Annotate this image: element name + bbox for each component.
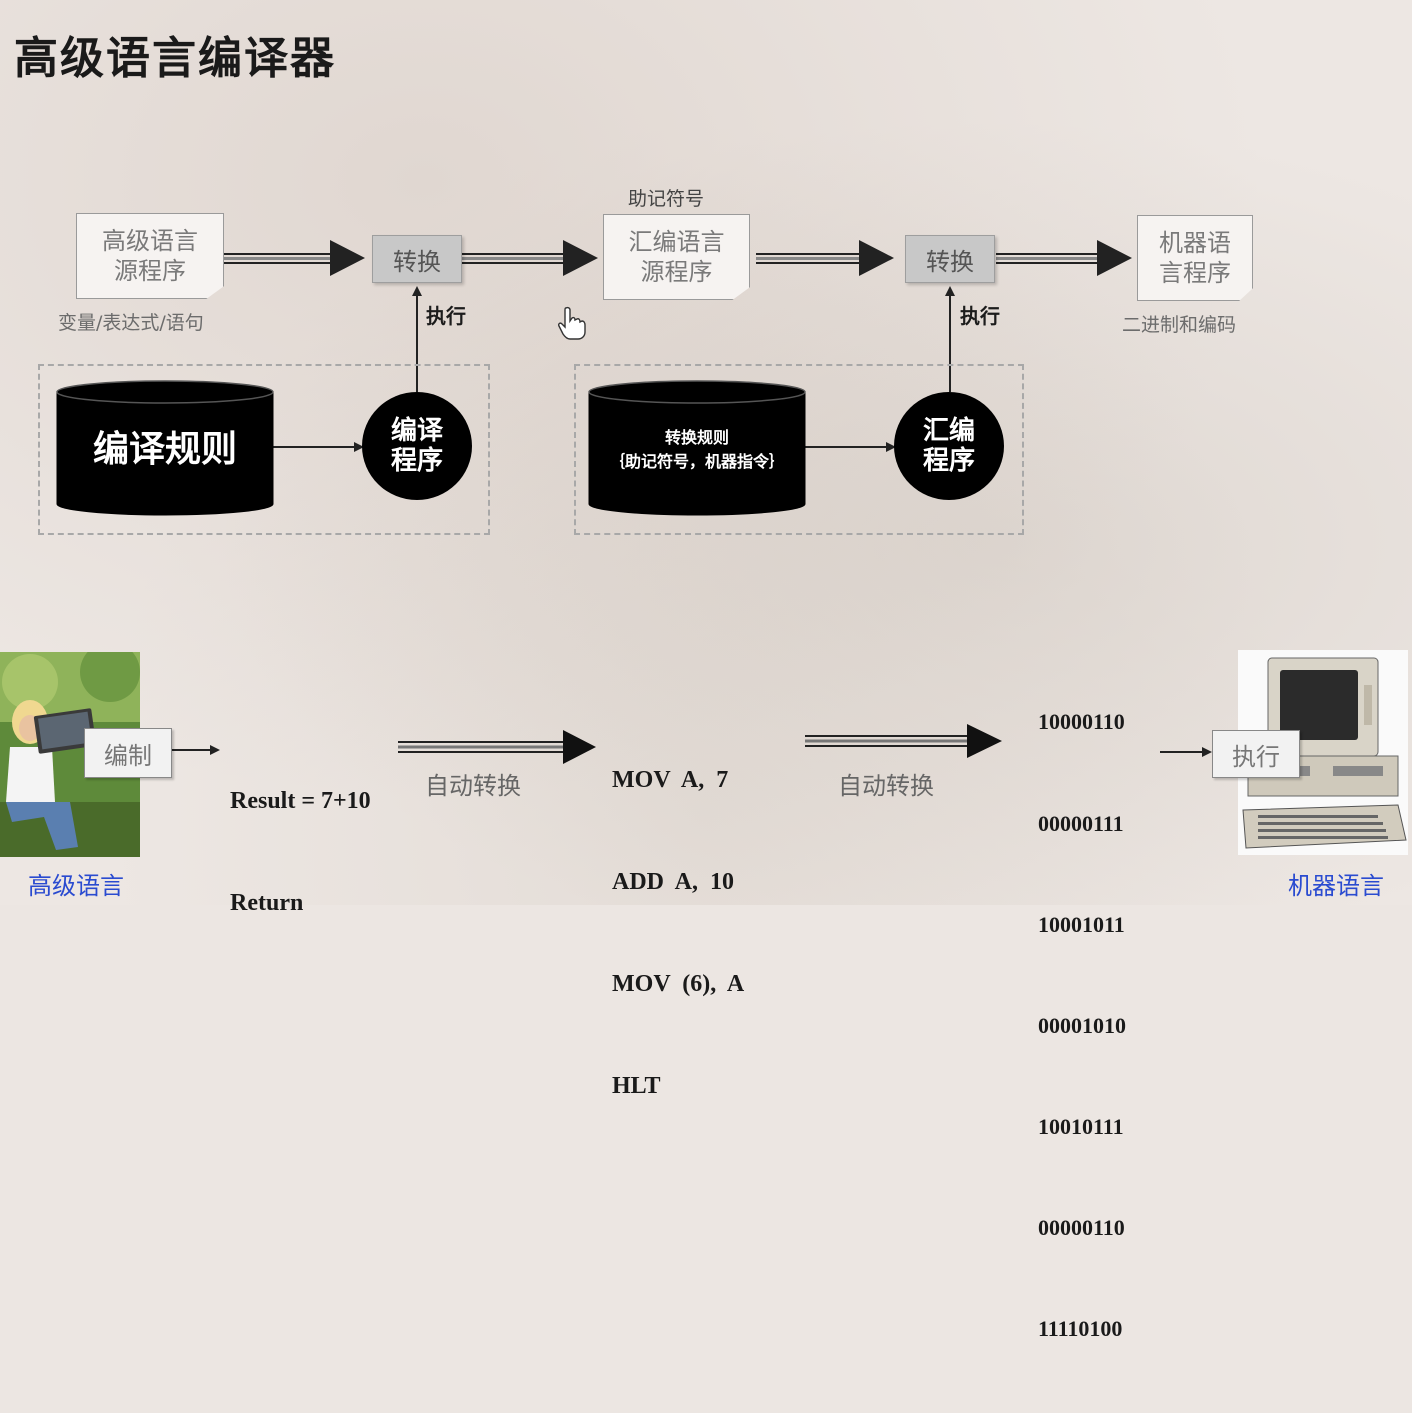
double-arrow-3 [756,240,894,276]
slide: 高级语言编译器 [0,0,1412,1341]
auto-convert-label-2: 自动转换 [838,772,934,800]
hll-bottom-caption: 高级语言 [28,872,124,900]
hll-source-doc: 高级语言 源程序 [76,213,224,299]
binary-block: 10000110 00000111 10001011 00001010 1001… [1038,638,1126,1413]
machine-bottom-caption: 机器语言 [1288,872,1384,900]
hll-code-line: Return [230,890,304,916]
machine-program-label: 机器语 言程序 [1159,229,1231,287]
convert-box-2: 转换 [905,235,995,283]
machine-caption: 二进制和编码 [1122,314,1237,336]
binary-line: 10010111 [1038,1113,1124,1139]
convert-rules-db: 转换规则 ｛助记符号，机器指令｝ [588,380,806,516]
auto-arrow-1 [398,730,596,764]
exec-label-2: 执行 [960,304,1000,328]
hll-source-label: 高级语言 源程序 [102,227,198,285]
programmer-photo [0,652,140,857]
binary-line: 11110100 [1038,1316,1123,1342]
compile-rules-db: 编译规则 [56,380,274,516]
convert-box-1: 转换 [372,235,462,283]
binary-line: 00000111 [1038,810,1124,836]
asm-code-block: MOV A, 7 ADD A, 10 MOV (6), A HLT [612,695,744,1171]
hll-code-block: Result = 7+10 Return [230,716,371,988]
computer-icon [1238,650,1408,855]
double-arrow-1 [224,240,365,276]
assembler-label: 汇编 程序 [922,416,975,476]
asm-source-label: 汇编语言 源程序 [628,228,725,286]
double-arrow-4 [996,240,1132,276]
hll-code-line: Result = 7+10 [230,788,371,814]
exec-box: 执行 [1212,730,1300,778]
compile-rules-label: 编译规则 [92,429,237,470]
auto-convert-label-1: 自动转换 [425,772,521,800]
asm-code-line: ADD A, 10 [612,869,735,895]
compose-label: 编制 [104,741,152,770]
compose-box: 编制 [84,728,172,778]
compiler-group [38,364,490,535]
asm-code-line: MOV A, 7 [612,767,729,793]
asm-source-doc: 汇编语言 源程序 [603,214,750,300]
asm-code-line: HLT [612,1073,661,1099]
exec-box-label: 执行 [1232,742,1280,771]
compiler-circle: 编译 程序 [362,392,472,500]
assembler-group [574,364,1024,535]
connectors [170,240,1212,764]
double-arrow-2 [462,240,598,276]
binary-line: 10001011 [1038,911,1125,937]
hll-caption: 变量/表达式/语句 [58,312,204,334]
asm-code-line: MOV (6), A [612,971,745,997]
page-title: 高级语言编译器 [14,33,336,84]
assembler-circle: 汇编 程序 [894,392,1004,500]
binary-line: 10000110 [1038,709,1125,735]
binary-line: 00000110 [1038,1214,1125,1240]
machine-program-doc: 机器语 言程序 [1137,215,1253,301]
auto-arrow-2 [805,724,1002,758]
binary-line: 00001010 [1038,1012,1126,1038]
convert-label-2: 转换 [926,247,974,276]
exec-label-1: 执行 [426,304,466,328]
convert-label-1: 转换 [393,247,441,276]
compiler-label: 编译 程序 [390,416,443,476]
convert-rules-label: 转换规则 ｛助记符号，机器指令｝ [608,428,785,471]
mnemonic-label: 助记符号 [628,188,705,210]
hand-cursor-icon [558,306,586,340]
